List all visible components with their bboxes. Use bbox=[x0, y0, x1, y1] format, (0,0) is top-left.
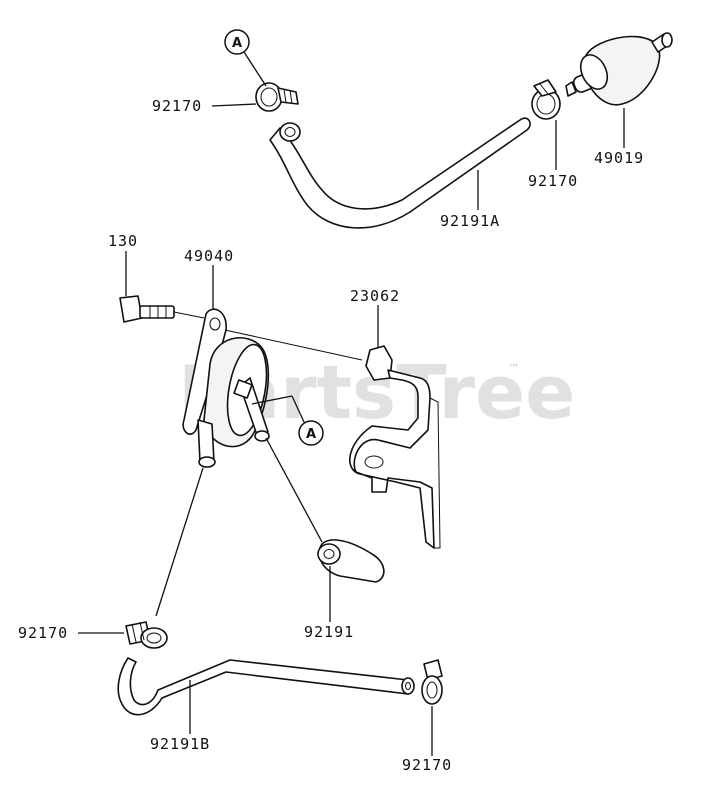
watermark-tm: ™ bbox=[508, 362, 519, 375]
bolt-130 bbox=[119, 295, 175, 323]
label-23062: 23062 bbox=[350, 287, 400, 305]
bracket-23062 bbox=[349, 345, 441, 549]
callout-a-top-text: A bbox=[232, 36, 242, 51]
fuel-filter-49019 bbox=[565, 32, 673, 106]
label-92191a: 92191A bbox=[440, 212, 500, 230]
part-labels: 92170 49019 92170 92191A 130 49040 23062… bbox=[18, 97, 644, 774]
clamp-92170-bottom-left bbox=[125, 621, 168, 649]
hose-92191a bbox=[269, 117, 531, 229]
label-92191b: 92191B bbox=[150, 735, 210, 753]
hose-92191 bbox=[265, 437, 385, 583]
label-92170-top-left: 92170 bbox=[152, 97, 202, 115]
clamp-92170-top-left bbox=[255, 82, 299, 112]
callout-a-top: A bbox=[224, 29, 267, 87]
label-92170-top-right: 92170 bbox=[528, 172, 578, 190]
clamp-92170-top-right bbox=[531, 79, 561, 120]
bolt-line bbox=[173, 311, 205, 319]
label-49040: 49040 bbox=[184, 247, 234, 265]
mount-line bbox=[224, 329, 363, 361]
callout-a-mid: A bbox=[251, 395, 324, 446]
label-92170-bottom-left: 92170 bbox=[18, 624, 68, 642]
callout-a-mid-text: A bbox=[306, 427, 316, 442]
pump-to-clamp-line bbox=[155, 467, 204, 617]
label-92191: 92191 bbox=[304, 623, 354, 641]
fuel-pump-49040 bbox=[182, 308, 270, 468]
label-92170-bottom-right: 92170 bbox=[402, 756, 452, 774]
hose-92191b bbox=[117, 657, 415, 716]
leader-lines bbox=[78, 103, 625, 756]
label-130: 130 bbox=[108, 232, 138, 250]
clamp-92170-bottom-right bbox=[421, 659, 443, 705]
label-49019: 49019 bbox=[594, 149, 644, 167]
